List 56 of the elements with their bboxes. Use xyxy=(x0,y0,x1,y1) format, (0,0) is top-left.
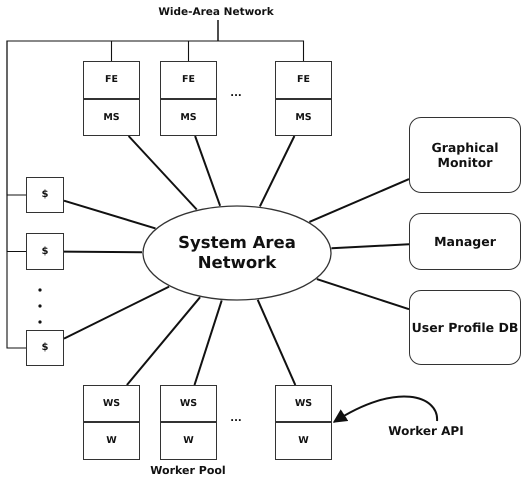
cache-box xyxy=(26,330,64,366)
node-label: MS xyxy=(180,112,197,124)
connector-line xyxy=(331,243,410,250)
worker-box xyxy=(160,422,217,460)
connector-line xyxy=(126,296,201,386)
node-label: WS xyxy=(294,398,312,410)
server-box xyxy=(275,99,332,136)
api-label: Worker API xyxy=(388,424,464,438)
connector-line xyxy=(194,136,222,206)
front-end-box xyxy=(160,61,217,99)
connector-line xyxy=(6,20,219,349)
node-label: W xyxy=(106,435,117,447)
cache-box xyxy=(26,233,64,270)
connector-line xyxy=(316,278,410,310)
node-label: Manager xyxy=(434,234,496,249)
server-box xyxy=(160,99,217,136)
node-label: $ xyxy=(42,342,48,354)
connector-line xyxy=(64,200,156,230)
connector-line xyxy=(309,178,410,223)
server-box xyxy=(83,99,140,136)
node-label: User Profile DB xyxy=(412,320,518,335)
connector-line xyxy=(64,286,170,340)
connector-line xyxy=(128,135,198,210)
arrow xyxy=(332,396,438,423)
monitor-box xyxy=(409,117,521,193)
manager-box xyxy=(409,213,521,270)
front-end-box xyxy=(83,61,140,99)
ellipsis-label: ... xyxy=(229,88,243,99)
node-label: $ xyxy=(42,246,48,258)
front-end-box xyxy=(275,61,332,99)
cache-box xyxy=(26,177,64,213)
node-label: W xyxy=(298,435,309,447)
node-label: FE xyxy=(182,74,195,86)
ellipsis-label: ... xyxy=(229,413,243,424)
node-label: MS xyxy=(103,112,120,124)
database-box xyxy=(409,290,521,365)
connector-line xyxy=(64,250,142,254)
node-label: MS xyxy=(295,112,312,124)
node-label: $ xyxy=(42,189,48,201)
node-label: WS xyxy=(180,398,198,410)
connector-line xyxy=(259,136,296,207)
node-label: FE xyxy=(297,74,310,86)
node-label: WS xyxy=(102,398,120,410)
worker-box xyxy=(83,422,140,460)
network-label: Wide-Area Network xyxy=(158,6,274,18)
connector-line xyxy=(256,299,296,386)
worker-stub-box xyxy=(83,385,140,422)
worker-stub-box xyxy=(275,385,332,422)
node-label: Graphical Monitor xyxy=(430,140,500,170)
worker-stub-box xyxy=(160,385,217,422)
worker-box xyxy=(275,422,332,460)
node-label: FE xyxy=(105,74,118,86)
connector-line xyxy=(194,300,223,386)
node-label: W xyxy=(183,435,194,447)
node-label: System Area Network xyxy=(177,233,297,273)
group-label: Worker Pool xyxy=(149,464,227,477)
